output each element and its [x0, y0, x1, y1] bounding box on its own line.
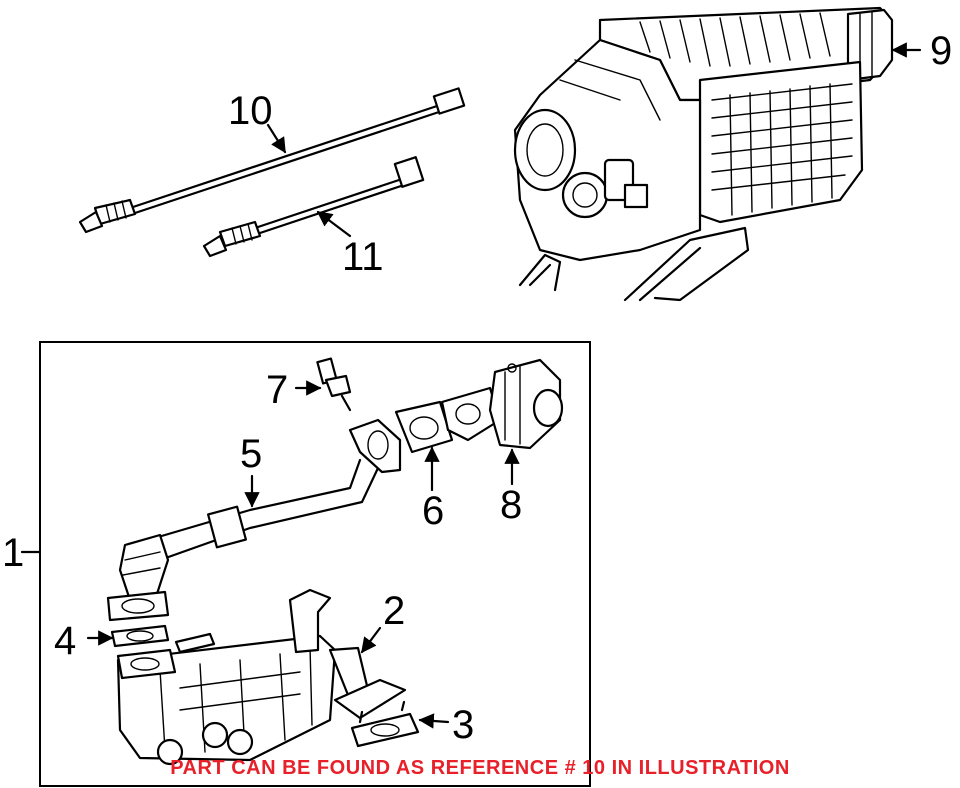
callout-6: 6 — [422, 489, 444, 533]
callout-1: 1 — [2, 531, 24, 575]
callout-7: 7 — [266, 368, 288, 412]
callout-5: 5 — [240, 432, 262, 476]
gasket-6-drawing — [394, 400, 454, 454]
callout-3: 3 — [452, 703, 474, 747]
gasket-4-drawing — [110, 624, 170, 648]
callout-2: 2 — [383, 589, 405, 633]
callout-8: 8 — [500, 483, 522, 527]
egr-valve-drawing — [440, 358, 564, 450]
temperature-sensor-drawing — [316, 357, 352, 412]
callout-10: 10 — [228, 89, 273, 133]
vapor-canister-drawing — [513, 6, 894, 302]
egr-cooler-drawing — [116, 588, 407, 766]
oxygen-sensor-10-drawing — [78, 87, 466, 234]
oxygen-sensor-11-drawing — [202, 156, 425, 258]
callout-4: 4 — [54, 619, 76, 663]
callout-11: 11 — [342, 235, 384, 279]
callout-9: 9 — [930, 29, 952, 73]
reference-notice: PART CAN BE FOUND AS REFERENCE # 10 IN I… — [170, 757, 790, 779]
assembly-frame — [39, 341, 591, 787]
gasket-3-drawing — [350, 700, 420, 748]
egr-tube-drawing — [106, 418, 402, 622]
leader-lines — [86, 42, 922, 729]
